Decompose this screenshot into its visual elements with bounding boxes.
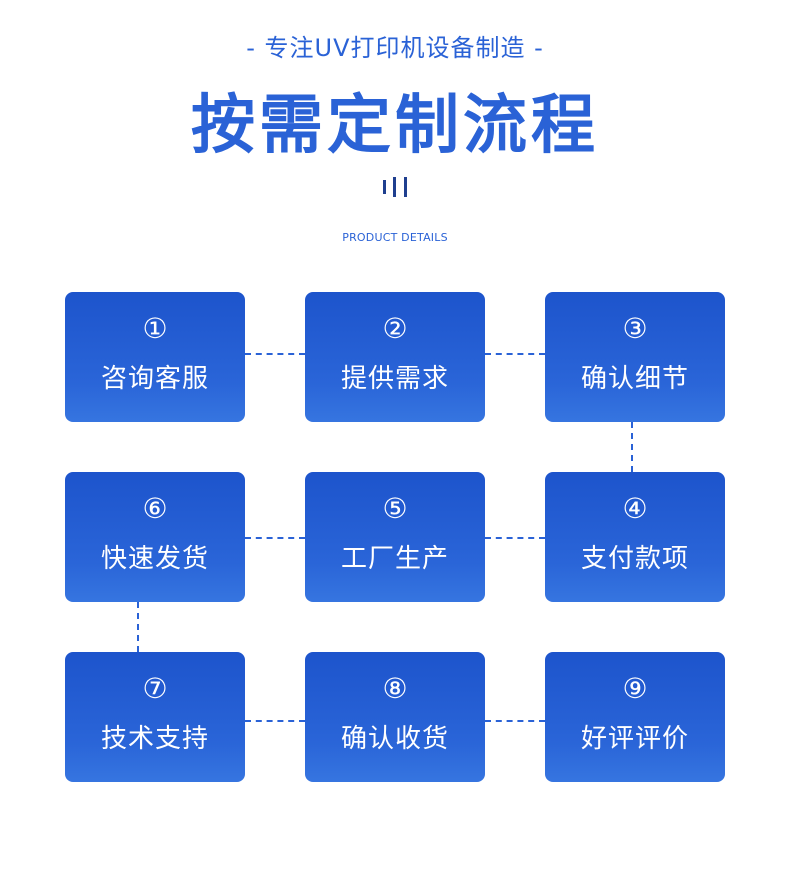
step-number: ⑥ bbox=[142, 492, 168, 525]
connector-8-9 bbox=[485, 720, 545, 722]
step-card-4: ④ 支付款项 bbox=[545, 472, 725, 602]
step-card-3: ③ 确认细节 bbox=[545, 292, 725, 422]
step-number: ⑨ bbox=[622, 672, 648, 705]
connector-5-6 bbox=[245, 537, 305, 539]
step-number: ⑧ bbox=[382, 672, 408, 705]
subtitle: - 专注UV打印机设备制造 - bbox=[246, 34, 544, 62]
step-card-9: ⑨ 好评评价 bbox=[545, 652, 725, 782]
step-label: 技术支持 bbox=[100, 724, 209, 754]
step-number: ① bbox=[142, 312, 168, 345]
step-number: ③ bbox=[622, 312, 648, 345]
step-card-6: ⑥ 快速发货 bbox=[65, 472, 245, 602]
step-card-1: ① 咨询客服 bbox=[65, 292, 245, 422]
step-card-8: ⑧ 确认收货 bbox=[305, 652, 485, 782]
connector-7-8 bbox=[245, 720, 305, 722]
step-label: 快速发货 bbox=[100, 544, 209, 574]
step-label: 工厂生产 bbox=[340, 544, 449, 574]
step-label: 确认收货 bbox=[340, 724, 449, 754]
step-label: 提供需求 bbox=[340, 364, 449, 394]
connector-3-4 bbox=[631, 422, 633, 472]
step-number: ② bbox=[382, 312, 408, 345]
step-number: ④ bbox=[622, 492, 648, 525]
step-card-2: ② 提供需求 bbox=[305, 292, 485, 422]
connector-2-3 bbox=[485, 353, 545, 355]
page-title: 按需定制流程 bbox=[191, 89, 599, 163]
step-card-7: ⑦ 技术支持 bbox=[65, 652, 245, 782]
step-card-5: ⑤ 工厂生产 bbox=[305, 472, 485, 602]
step-label: 确认细节 bbox=[580, 364, 689, 394]
step-label: 好评评价 bbox=[580, 724, 689, 754]
connector-4-5 bbox=[485, 537, 545, 539]
step-number: ⑦ bbox=[142, 672, 168, 705]
step-label: 咨询客服 bbox=[100, 364, 209, 394]
connector-1-2 bbox=[245, 353, 305, 355]
divider-bars-icon bbox=[383, 177, 409, 197]
section-eyebrow: PRODUCT DETAILS bbox=[342, 231, 448, 244]
connector-6-7 bbox=[137, 602, 139, 652]
step-number: ⑤ bbox=[382, 492, 408, 525]
step-label: 支付款项 bbox=[580, 544, 689, 574]
